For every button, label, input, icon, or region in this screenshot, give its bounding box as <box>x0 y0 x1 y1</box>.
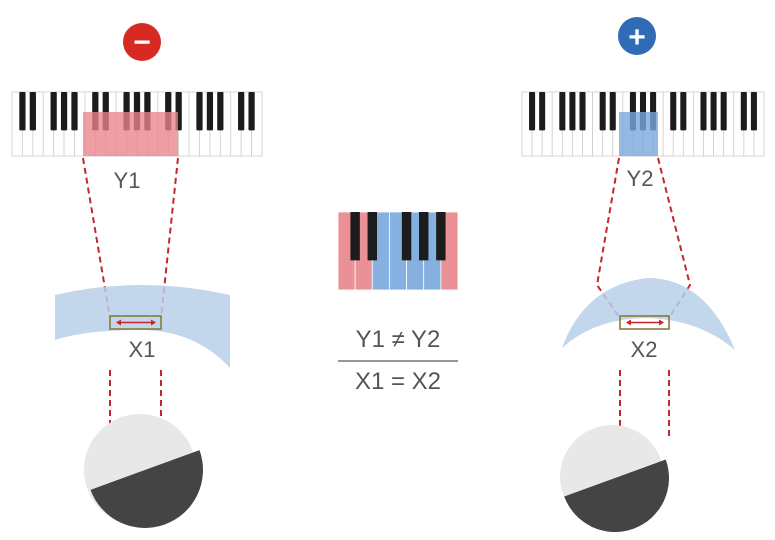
right-panel: + Y2 X2 <box>521 17 765 533</box>
left-target-box <box>109 315 162 330</box>
black-key <box>29 92 36 131</box>
black-key <box>217 92 224 131</box>
black-key <box>579 92 586 131</box>
zoom-black-key <box>436 212 446 261</box>
left-key-highlight <box>83 112 178 156</box>
black-key <box>248 92 255 131</box>
minus-symbol: − <box>133 26 151 59</box>
black-key <box>710 92 717 131</box>
zoom-black-key <box>367 212 377 261</box>
center-panel: Y1 ≠ Y2 X1 = X2 <box>337 211 459 395</box>
black-key <box>740 92 747 131</box>
right-target-box <box>619 315 670 330</box>
black-key <box>569 92 576 131</box>
black-key <box>599 92 606 131</box>
right-projection-lower <box>619 370 670 440</box>
keyboard-label-y2: Y2 <box>627 166 654 191</box>
lens-label-x2: X2 <box>631 337 658 362</box>
black-key <box>750 92 757 131</box>
zoom-black-key <box>350 212 360 261</box>
right-eye-shape <box>560 425 669 533</box>
black-key <box>539 92 546 131</box>
black-key <box>670 92 677 131</box>
black-key <box>529 92 536 131</box>
left-panel: − Y1 X1 <box>11 23 263 528</box>
plus-circle-icon: + <box>618 17 656 55</box>
black-key <box>50 92 57 131</box>
black-key <box>19 92 26 131</box>
equality-denominator: X1 = X2 <box>355 368 441 395</box>
black-key <box>720 92 727 131</box>
black-key <box>680 92 687 131</box>
zoom-black-key <box>401 212 412 261</box>
black-key <box>206 92 214 131</box>
black-key <box>609 92 616 131</box>
black-key <box>700 92 707 131</box>
lens-label-x1: X1 <box>129 337 156 362</box>
black-key <box>71 92 78 131</box>
black-key <box>559 92 566 131</box>
minus-circle-icon: − <box>123 23 161 61</box>
left-eye-shape <box>84 414 203 528</box>
zoom-black-key <box>419 212 429 261</box>
black-key <box>238 92 245 131</box>
keyboard-label-y1: Y1 <box>114 168 141 193</box>
black-key <box>60 92 68 131</box>
left-projection-lower <box>109 370 162 440</box>
black-key <box>196 92 203 131</box>
left-lens <box>55 285 230 368</box>
right-lens <box>562 278 735 350</box>
plus-symbol: + <box>628 21 646 54</box>
inequality-numerator: Y1 ≠ Y2 <box>356 326 441 353</box>
center-key-zoom <box>337 211 459 291</box>
right-key-highlight <box>619 112 658 156</box>
